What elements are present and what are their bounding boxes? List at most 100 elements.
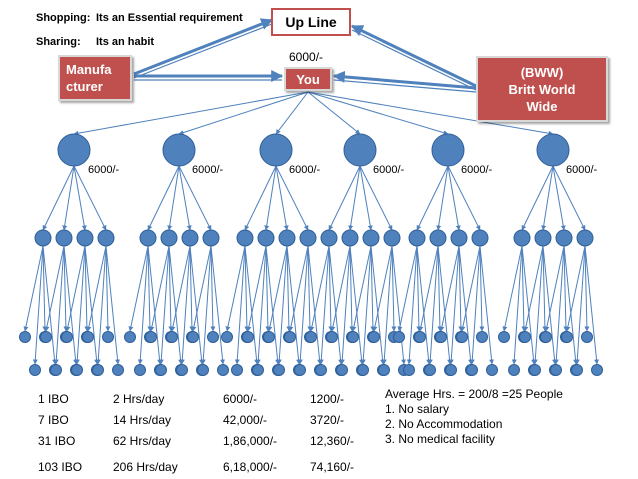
tree-edge	[244, 165, 277, 231]
tree-edge	[541, 165, 554, 231]
level3-node	[166, 331, 178, 343]
tree-edge	[406, 245, 418, 365]
tree-edge	[544, 245, 565, 332]
connector-arrow	[133, 18, 274, 76]
manufacturer-line2: cturer	[66, 79, 103, 94]
tree-edge	[348, 165, 361, 231]
tree-edge	[286, 245, 292, 332]
tree-edge	[32, 245, 44, 365]
tree-edge	[265, 245, 271, 332]
level3-node	[263, 331, 275, 343]
you-box: You	[284, 67, 332, 91]
tree-edge	[542, 245, 558, 365]
tree-edge	[275, 165, 289, 231]
tree-edge	[244, 245, 250, 332]
tree-edge	[246, 245, 267, 332]
level3-node	[368, 331, 380, 343]
shopping-key: Shopping:	[36, 12, 91, 24]
tree-edge	[307, 245, 313, 332]
tree-edge	[189, 245, 195, 332]
bww-line1: (BWW)	[520, 64, 564, 80]
level1-amount: 6000/-	[88, 164, 120, 176]
tree-edge	[416, 245, 432, 365]
tree-edge	[63, 245, 79, 365]
level3-node	[176, 364, 188, 376]
level1-amount: 6000/-	[566, 164, 598, 176]
table-cell: 31 IBO	[38, 434, 76, 448]
table-cell: 12,360/-	[310, 434, 355, 448]
level3-node	[197, 364, 209, 376]
level3-node	[414, 331, 426, 343]
table-cell: 3720/-	[310, 413, 345, 427]
level3-node	[498, 331, 510, 343]
tree-edge	[42, 245, 58, 365]
sharing-key: Sharing:	[36, 36, 81, 48]
tree-edge	[563, 245, 569, 332]
table-cell: 103 IBO	[38, 460, 83, 474]
level1-node	[343, 133, 377, 167]
bww-line2: Britt World	[508, 81, 576, 97]
tree-edge	[42, 245, 48, 332]
upline-box: Up Line	[271, 8, 351, 36]
level3-node	[145, 331, 157, 343]
level3-node	[221, 331, 233, 343]
you-label: You	[296, 71, 320, 87]
level3-node	[540, 331, 552, 343]
tree-edge	[307, 91, 554, 136]
level3-node	[424, 364, 436, 376]
level3-node	[124, 331, 136, 343]
tree-edge	[460, 245, 481, 332]
tree-edge	[267, 245, 288, 332]
level2-node	[429, 229, 447, 247]
tree-edge	[381, 245, 393, 365]
level3-node	[403, 364, 415, 376]
level1-amount: 6000/-	[461, 164, 493, 176]
tree-edge	[458, 245, 474, 365]
level3-node	[571, 364, 583, 376]
level2-node	[257, 229, 275, 247]
level3-node	[217, 364, 229, 376]
tree-edge	[542, 245, 548, 332]
sharing-value: Its an habit	[96, 36, 155, 48]
tree-edge	[339, 245, 351, 365]
tree-edge	[210, 245, 226, 365]
tree-edge	[565, 245, 586, 332]
tree-edge	[234, 245, 246, 365]
tree-edge	[74, 245, 86, 365]
tree-edge	[330, 245, 351, 332]
tree-edge	[147, 165, 180, 231]
level3-node	[61, 331, 73, 343]
tree-edge	[178, 165, 212, 231]
level2-node	[555, 229, 573, 247]
tree-edge	[167, 165, 180, 231]
level3-node	[581, 331, 593, 343]
upline-label: Up Line	[285, 14, 337, 30]
tree-edge	[275, 165, 309, 231]
tree-edge	[105, 245, 111, 332]
tree-edge	[469, 245, 481, 365]
tree-edge	[351, 245, 372, 332]
tree-edge	[437, 245, 443, 332]
level2-node	[341, 229, 359, 247]
tree-edge	[521, 245, 537, 365]
level2-node	[76, 229, 94, 247]
level1-node	[162, 133, 196, 167]
tree-edge	[62, 165, 75, 231]
level3-node	[40, 331, 52, 343]
tree-edge	[418, 245, 439, 332]
tree-edge	[147, 245, 163, 365]
level3-node	[102, 331, 114, 343]
tree-edge	[191, 245, 212, 332]
tree-edge	[359, 165, 393, 231]
tree-edge	[574, 245, 586, 365]
level3-node	[242, 331, 254, 343]
level1-node	[536, 133, 570, 167]
tree-edge	[42, 165, 75, 231]
table-cell: 6,18,000/-	[223, 460, 278, 474]
tree-edge	[416, 165, 449, 231]
connector-arrow	[133, 23, 273, 79]
notes-average: Average Hrs. = 200/8 =25 People	[385, 387, 563, 401]
level2-node	[55, 229, 73, 247]
tree-edge	[552, 165, 566, 231]
tree-edge	[210, 245, 216, 332]
